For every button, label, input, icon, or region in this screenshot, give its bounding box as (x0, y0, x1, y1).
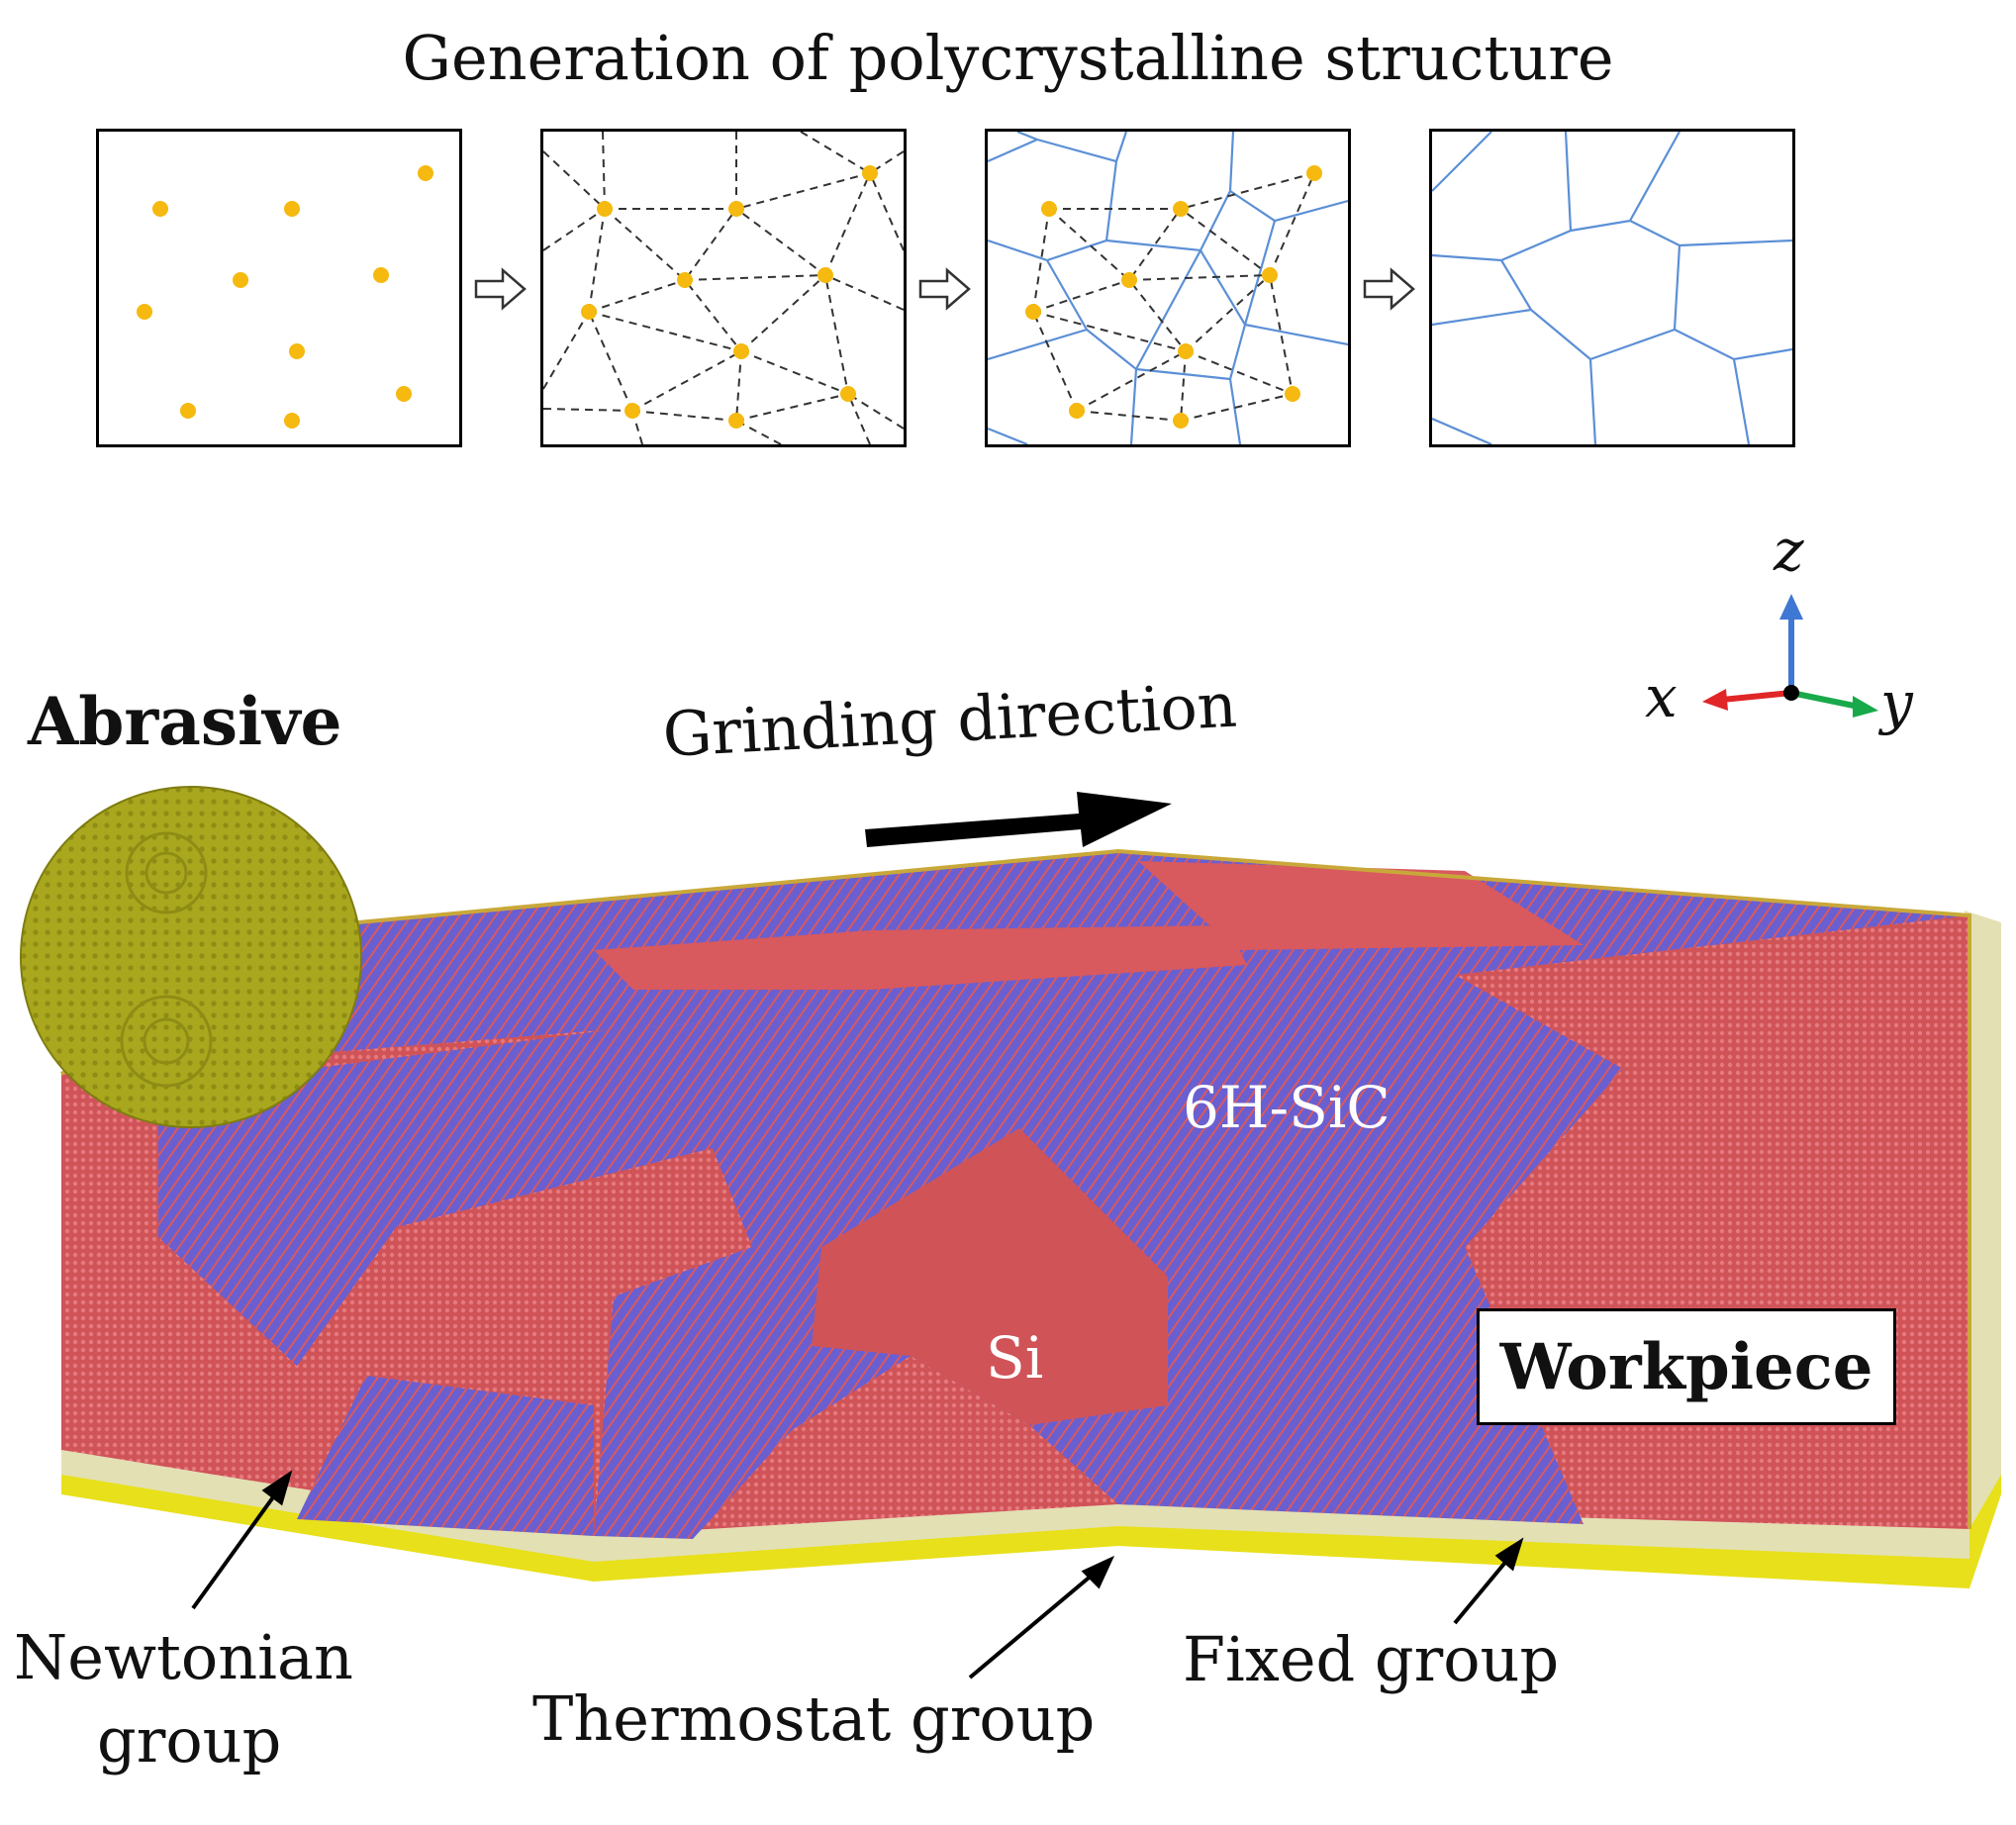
newtonian-label-line1: Newtonian (14, 1621, 353, 1693)
abrasive-label: Abrasive (28, 683, 342, 760)
workpiece-label: Workpiece (1499, 1329, 1873, 1404)
thermostat-group-label: Thermostat group (532, 1682, 1096, 1755)
axis-triad (1682, 584, 1920, 746)
arrow-icon (473, 267, 528, 315)
si-label: Si (986, 1324, 1044, 1392)
axis-label-z: z (1774, 517, 1804, 584)
arrow-icon (1362, 267, 1417, 315)
workpiece-label-box: Workpiece (1477, 1308, 1896, 1425)
axis-label-y: y (1880, 669, 1913, 736)
voronoi-grains (1431, 131, 1793, 446)
axis-label-x: x (1645, 663, 1678, 730)
seed-points (137, 165, 433, 429)
newtonian-label-line2: group (97, 1704, 282, 1777)
abrasive-sphere (18, 784, 364, 1134)
voronoi-with-seeds (987, 130, 1349, 446)
delaunay-triangulation (542, 131, 905, 445)
figure-title: Generation of polycrystalline structure (402, 22, 1614, 94)
panel-voronoi (1429, 129, 1795, 447)
sic-label: 6H-SiC (1183, 1074, 1391, 1141)
panel-voronoi-overlay (985, 129, 1351, 447)
arrow-icon (917, 267, 973, 315)
panel-delaunay (540, 129, 907, 447)
panel-seeds (96, 129, 462, 447)
grinding-direction-arrow (861, 782, 1178, 865)
fixed-group-label: Fixed group (1183, 1623, 1560, 1695)
